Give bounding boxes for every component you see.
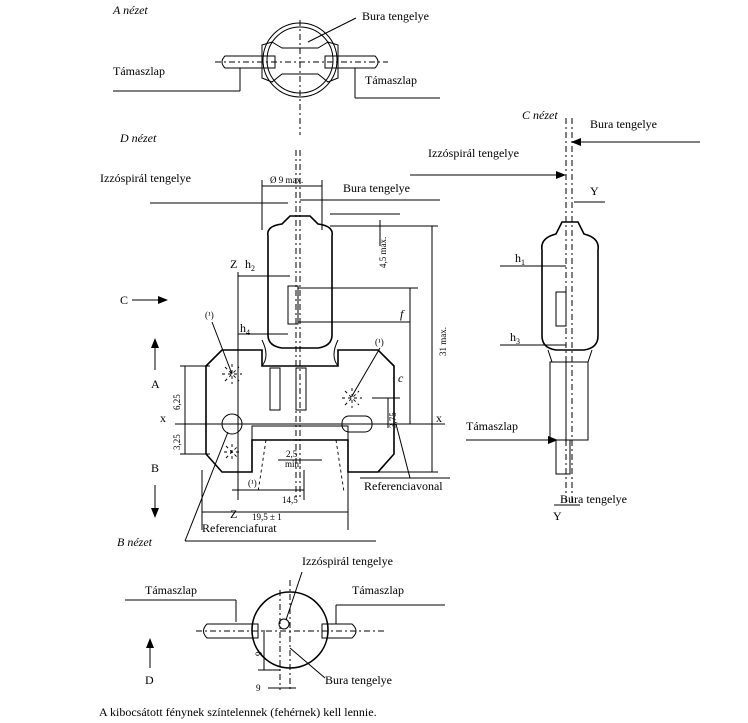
view-d-bura-axis-label: Bura tengelye: [343, 181, 410, 195]
view-d-ref-hole-leader: [184, 431, 229, 542]
view-d-a-arrowhead: [151, 338, 159, 348]
view-d-z-bottom: Z: [230, 507, 237, 521]
view-b-support-right-label: Támaszlap: [352, 583, 404, 597]
view-c-base: [549, 361, 589, 441]
view-c-bulb: [540, 221, 600, 351]
view-d-ref-hole-label: Referenciafurat: [202, 521, 277, 535]
view-a-title: A nézet: [112, 3, 148, 17]
view-d-z-top: Z: [230, 257, 237, 271]
view-d-c-label: c: [398, 371, 404, 385]
view-d-starburst-right: [342, 388, 362, 408]
view-c-filament: [555, 291, 567, 327]
view-b-filament-axis-leader: [285, 571, 303, 621]
view-c: C nézet Bura tengelye Izzóspirál tengely…: [410, 108, 700, 523]
view-b-9-horiz: 9: [256, 683, 261, 693]
view-c-filament-axis-arrowhead: [556, 171, 566, 179]
view-c-bura-axis-top-arrowhead: [571, 138, 581, 146]
view-c-y-top: Y: [590, 184, 599, 198]
view-d-note-1: (¹): [205, 310, 214, 320]
view-a-flange: [261, 41, 339, 83]
view-d-title: D nézet: [119, 131, 157, 145]
view-b-support-left-label: Támaszlap: [145, 583, 197, 597]
view-b-filament-axis-label: Izzóspirál tengelye: [302, 554, 393, 568]
view-d-note-2: (¹): [375, 337, 384, 347]
view-b-d-arrowhead: [146, 638, 154, 648]
view-d-f-label: f: [400, 307, 405, 321]
view-d-c-arrowhead: [158, 296, 168, 304]
view-d-h4: h4: [240, 321, 250, 337]
view-d-195-label: 19,5 ± 1: [252, 512, 282, 522]
view-a-support-left: [221, 55, 276, 69]
view-d-45-label: 4,5 max.: [378, 237, 388, 268]
view-b-title: B nézet: [117, 535, 153, 549]
view-d-x-right: x: [436, 411, 442, 425]
view-c-bura-axis-bottom-label: Bura tengelye: [560, 492, 627, 506]
view-d-x-left: x: [160, 411, 166, 425]
view-c-neck: [547, 349, 593, 363]
view-c-support-label: Támaszlap: [466, 419, 518, 433]
view-d-375-label: 3,75: [388, 412, 398, 428]
view-d-b-label: B: [151, 461, 159, 475]
view-d-625-label: 6,25: [172, 394, 182, 410]
view-b-bura-axis-label: Bura tengelye: [325, 673, 392, 687]
view-d-base-plate: [205, 349, 395, 473]
view-b-filament-point: [278, 618, 290, 630]
view-d-note-1-leader: [211, 321, 233, 375]
view-c-title: C nézet: [522, 108, 558, 122]
view-c-support-arrowhead: [548, 436, 558, 444]
view-a: A nézet Bura tengelye Támaszlap Támaszla…: [112, 3, 440, 135]
view-d-starburst-bottom: [224, 444, 240, 460]
view-d-diameter-label: Ø 9 max.: [270, 175, 303, 185]
view-c-pin: [555, 439, 571, 475]
view-c-filament-axis-label: Izzóspirál tengelye: [428, 146, 519, 160]
view-d-lower-pin-left: [257, 439, 267, 493]
view-c-h3: h3: [510, 330, 520, 346]
view-d-31-label: 31 max.: [438, 327, 448, 356]
view-d-note-3: (¹): [248, 478, 257, 488]
view-d-ref-line-label: Referenciavonal: [364, 479, 443, 493]
view-d-a-label: A: [151, 377, 160, 391]
view-a-support-right: [324, 55, 379, 69]
view-a-support-left-label: Támaszlap: [113, 64, 165, 78]
view-b-d-label: D: [145, 673, 154, 687]
view-d-filament-axis-label: Izzóspirál tengelye: [100, 171, 191, 185]
view-c-y-bottom: Y: [553, 509, 562, 523]
view-d-inner-pin-left: [269, 367, 281, 411]
view-c-h1: h1: [515, 251, 525, 267]
view-d-min-label: min.: [285, 459, 301, 469]
view-d-25-label: 2,5: [286, 449, 298, 459]
view-b-9-vert: 9: [254, 651, 264, 656]
view-d-bulb-neck: [261, 339, 339, 367]
view-d-note-2-leader: [351, 347, 381, 397]
view-a-bura-axis-label: Bura tengelye: [362, 9, 429, 23]
view-d-b-arrowhead: [151, 508, 159, 518]
footnote: A kibocsátott fénynek színtelennek (fehé…: [99, 705, 377, 719]
view-b-support-right: [321, 623, 357, 639]
view-d: D nézet Izzóspirál tengelye Bura tengely…: [100, 131, 450, 542]
view-a-support-right-label: Támaszlap: [365, 73, 417, 87]
view-d-bulb: [266, 215, 334, 349]
view-d-base-bar: [251, 425, 349, 441]
view-b-support-left: [203, 623, 259, 639]
view-c-bura-axis-top-label: Bura tengelye: [590, 117, 657, 131]
view-d-ref-line-leader: [395, 423, 411, 479]
view-b-bura-axis-leader: [289, 647, 326, 679]
view-d-145-label: 14,5: [282, 495, 298, 505]
view-d-filament: [287, 285, 299, 325]
view-a-bura-leader: [307, 17, 357, 43]
view-d-h2: h2: [245, 257, 255, 273]
view-d-lower-pin-right: [335, 439, 345, 493]
view-d-c-arrow-label: C: [120, 293, 128, 307]
view-b: B nézet Izzóspirál tengelye Támaszlap Tá…: [117, 535, 445, 693]
view-d-inner-pin-right: [295, 367, 307, 411]
view-d-325-label: 3,25: [172, 434, 182, 450]
